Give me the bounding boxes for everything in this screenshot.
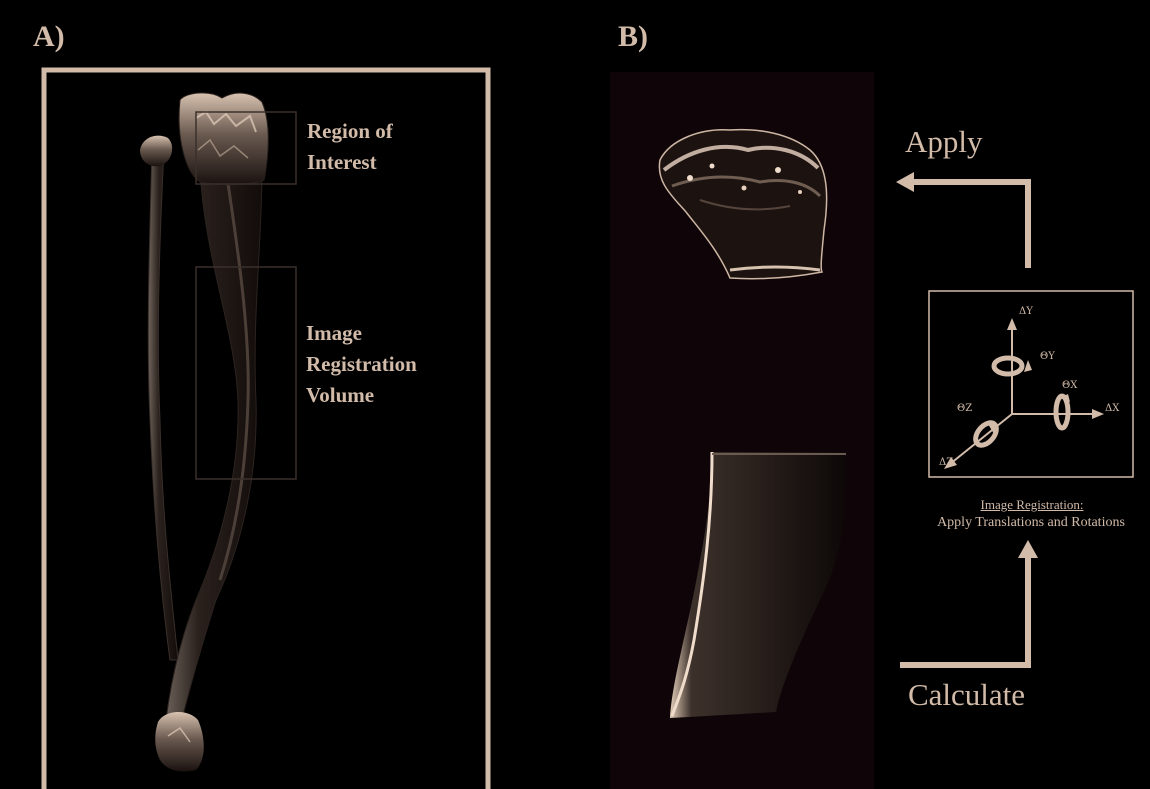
apply-label: Apply <box>905 124 983 160</box>
delta-y-label: ΔY <box>1019 306 1033 317</box>
panel-a-label: A) <box>33 20 65 54</box>
calculate-arrow-icon <box>900 540 1038 665</box>
panel-a-frame <box>44 70 488 789</box>
delta-x-label: ΔX <box>1105 403 1119 414</box>
coordinate-axes <box>944 318 1104 469</box>
apply-arrow-icon <box>896 172 1028 268</box>
panel-b-label: B) <box>618 20 648 54</box>
theta-y-label: ΘY <box>1040 351 1055 362</box>
registration-volume-label: Image Registration Volume <box>306 318 417 411</box>
calculate-label: Calculate <box>908 677 1025 713</box>
theta-x-label: ΘX <box>1062 380 1077 391</box>
region-of-interest-label: Region of Interest <box>307 116 393 178</box>
registration-title: Image Registration: <box>912 497 1150 513</box>
tibia-fibula-render <box>140 93 268 772</box>
theta-z-label: ΘZ <box>957 403 972 414</box>
rotation-x-icon <box>1056 394 1070 428</box>
registration-box <box>929 291 1133 477</box>
delta-z-label: ΔZ <box>939 457 953 468</box>
registration-subtitle: Apply Translations and Rotations <box>911 515 1150 531</box>
